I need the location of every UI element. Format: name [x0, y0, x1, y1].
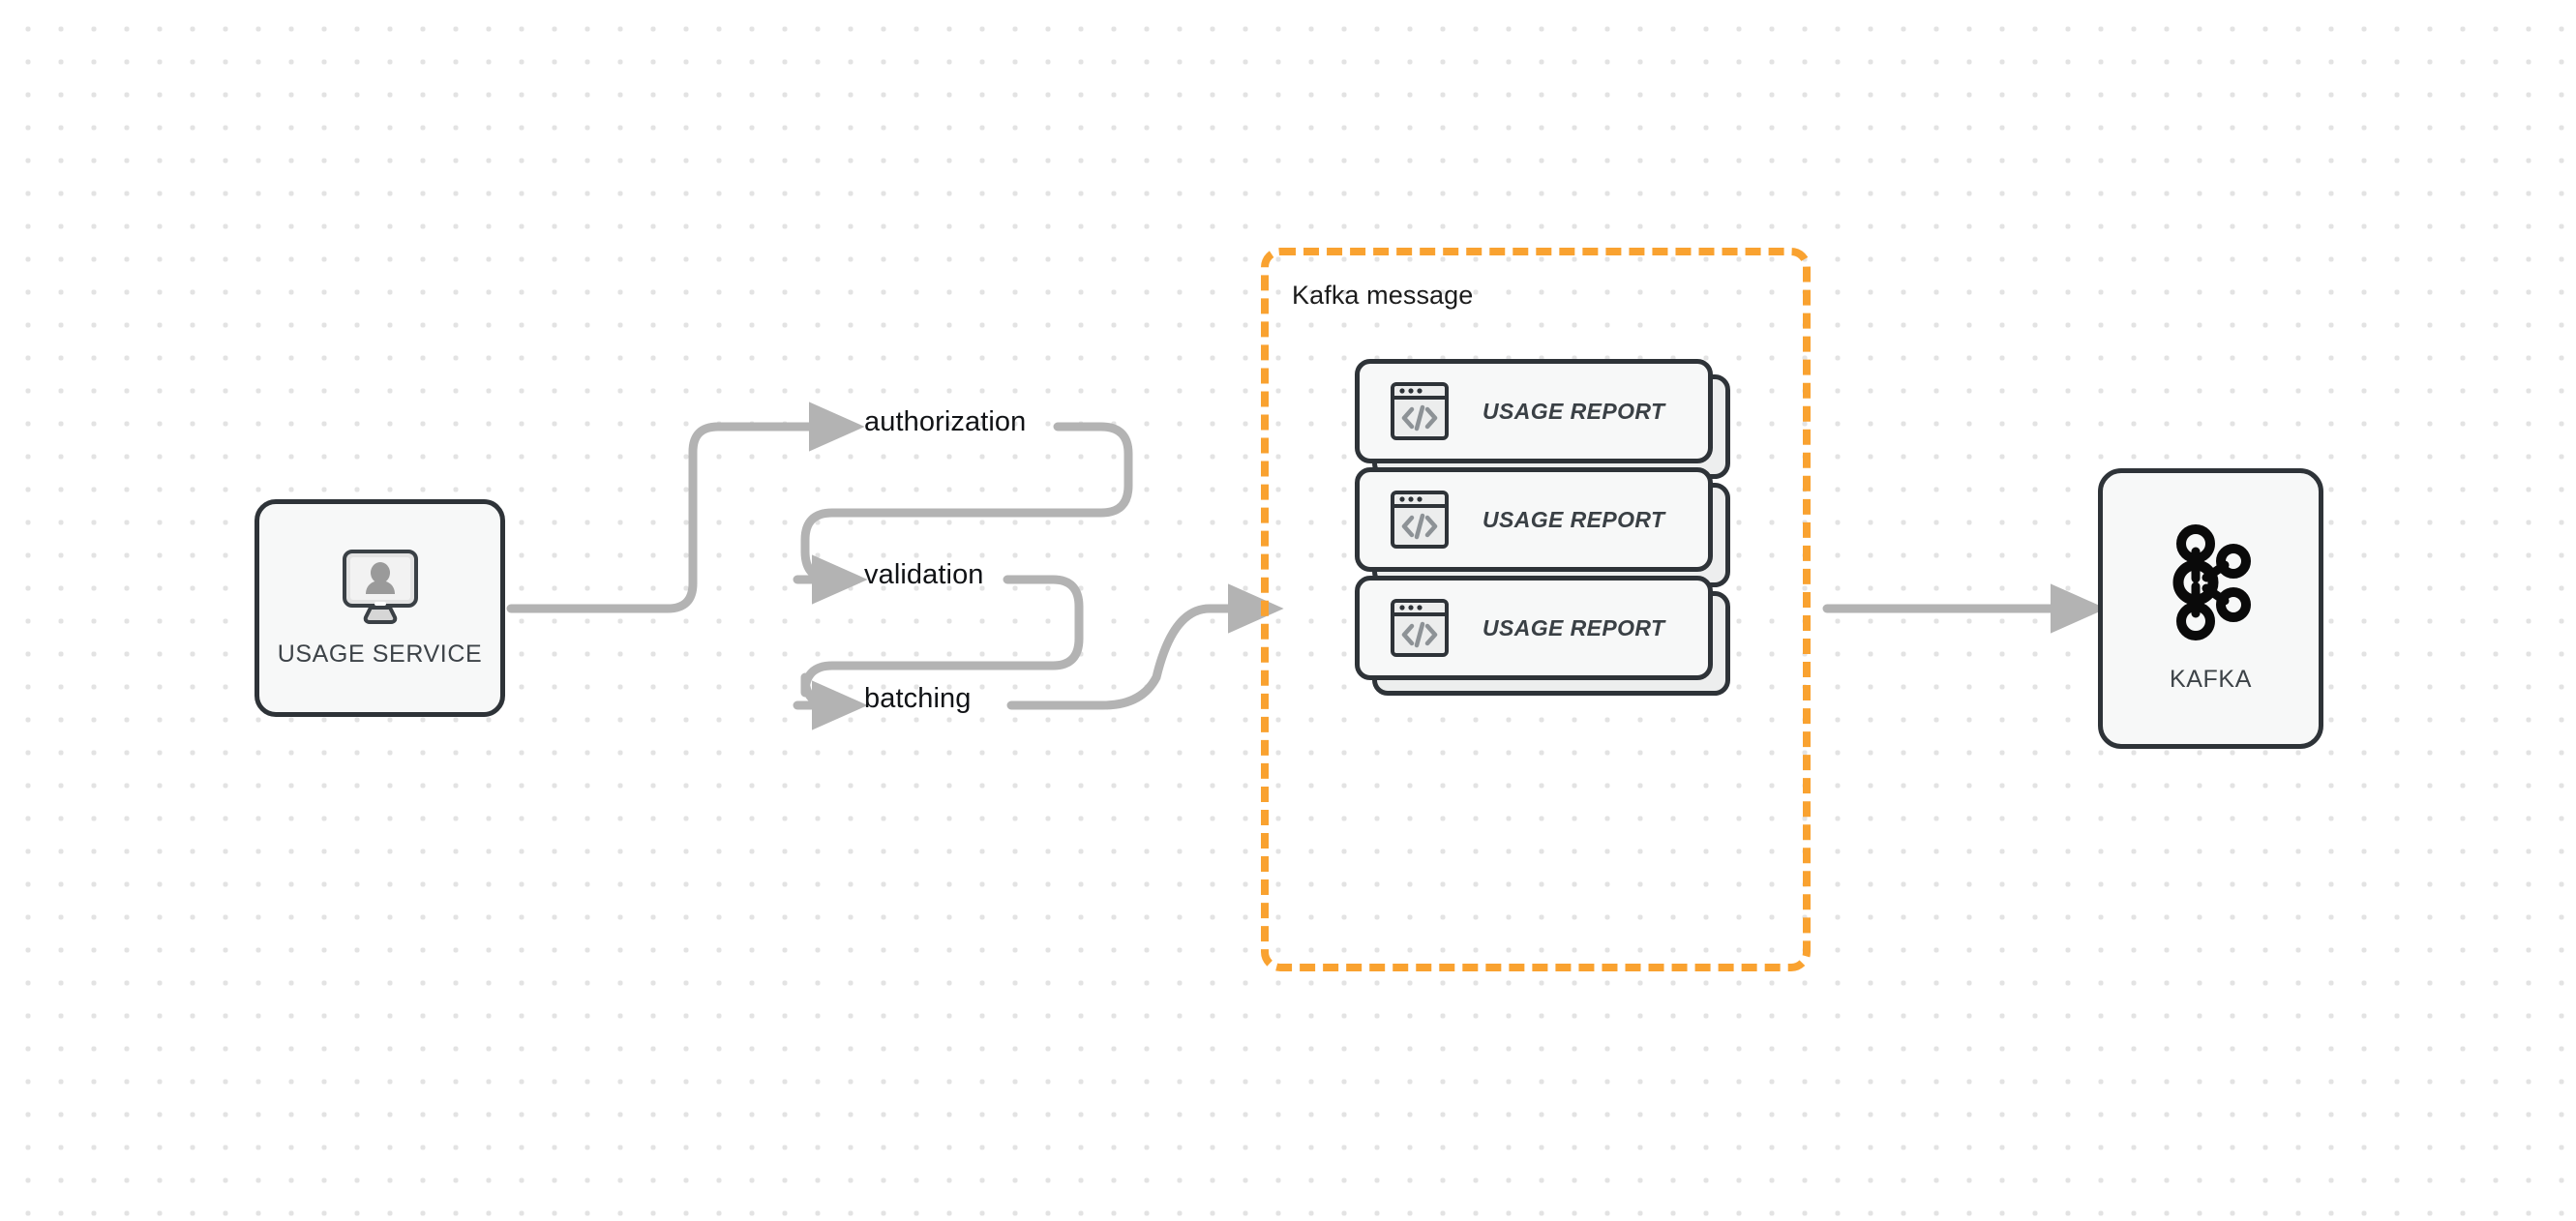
usage-report-card-label: USAGE REPORT: [1483, 614, 1665, 640]
step-label-validation: validation: [864, 559, 984, 590]
group-kafka-message: [1261, 248, 1811, 971]
code-window-icon: [1390, 598, 1450, 658]
card-front: USAGE REPORT: [1355, 576, 1713, 680]
step-label-authorization: authorization: [864, 406, 1027, 437]
node-usage-service-label: USAGE SERVICE: [277, 640, 483, 668]
usage-report-card-label: USAGE REPORT: [1483, 398, 1665, 424]
usage-report-card[interactable]: USAGE REPORT: [1355, 467, 1730, 587]
step-label-batching: batching: [864, 683, 972, 714]
connector-batching-to-kafka-message: [1006, 583, 1284, 710]
usage-report-card-label: USAGE REPORT: [1483, 506, 1665, 532]
usage-report-card[interactable]: USAGE REPORT: [1355, 576, 1730, 696]
connector-usage-service-to-authorization: [506, 402, 865, 613]
node-kafka[interactable]: KAFKA: [2098, 468, 2323, 749]
node-kafka-label: KAFKA: [2170, 665, 2252, 693]
monitor-user-icon: [340, 548, 421, 625]
node-usage-service[interactable]: USAGE SERVICE: [255, 499, 505, 717]
group-kafka-message-title: Kafka message: [1292, 281, 1474, 310]
code-window-icon: [1390, 490, 1450, 550]
connector-authorization-to-validation: [800, 422, 1133, 584]
code-window-icon: [1390, 381, 1450, 441]
card-front: USAGE REPORT: [1355, 359, 1713, 463]
kafka-logo-icon: [2164, 523, 2259, 640]
usage-report-card[interactable]: USAGE REPORT: [1355, 359, 1730, 479]
card-front: USAGE REPORT: [1355, 467, 1713, 572]
